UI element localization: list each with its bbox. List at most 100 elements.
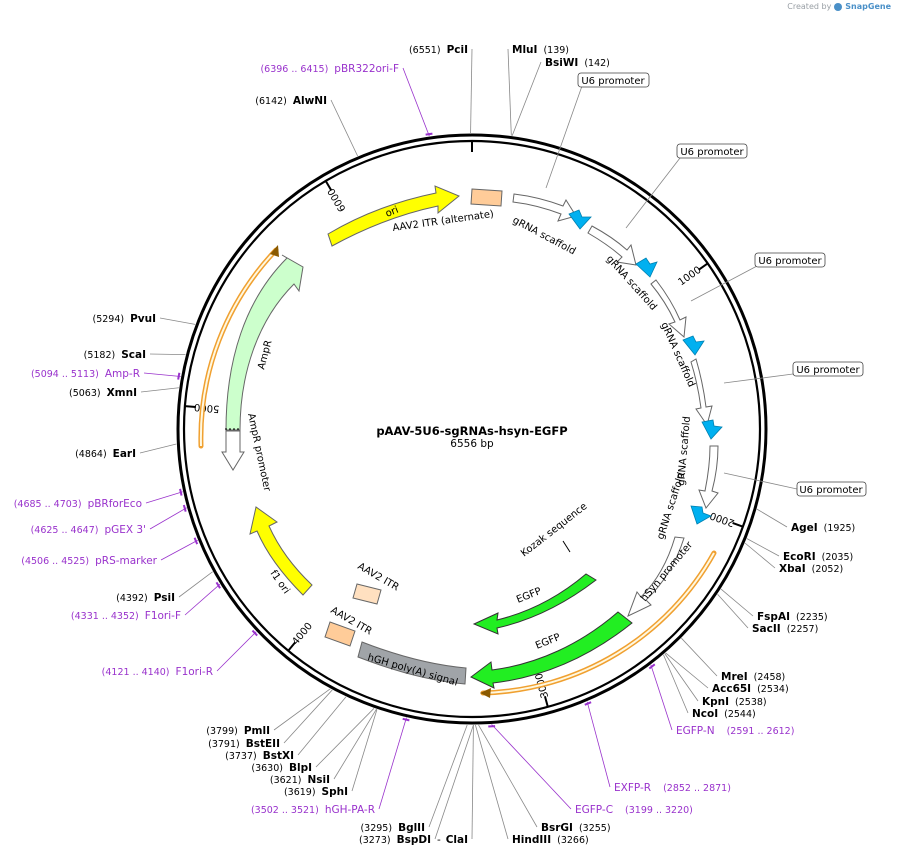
grna-scaffold-arrow-1 [568,209,592,230]
origin-region-arrowhead [270,245,279,257]
enzyme-position-bsteii: (3791) [208,739,240,750]
enzyme-name-clai[interactable]: ClaI [446,834,468,846]
enzyme-leader-bsteii [283,689,333,744]
primer-name-f1ori-f[interactable]: F1ori-F [145,610,181,622]
primer-name-exfp-r[interactable]: EXFP-R [614,782,651,794]
snapgene-brand: Created by SnapGene [787,2,891,11]
ruler-tick-label-1000: 1000 [676,265,703,289]
enzyme-name-scai[interactable]: ScaI [121,349,146,361]
enzyme-name-sphi[interactable]: SphI [322,786,348,798]
enzyme-position-pmli: (3799) [206,726,238,737]
enzyme-name-bsiwi[interactable]: BsiWI [545,57,578,69]
primer-position-pbrforeco: (4685 .. 4703) [14,499,82,510]
enzyme-name-bstxi[interactable]: BstXI [263,750,294,762]
enzyme-name-acc65i[interactable]: Acc65I [712,683,751,695]
primer-name-hgh-pa-r[interactable]: hGH-PA-R [325,804,375,816]
enzyme-name-mrei[interactable]: MreI [721,671,748,683]
ruler-tick-label-5000: 5000 [194,401,220,414]
u6-callout-box-4[interactable] [792,361,864,377]
primer-name-egfp-c[interactable]: EGFP-C [575,804,613,816]
enzyme-name-pvui[interactable]: PvuI [130,313,156,325]
u6-callout-box-3[interactable] [754,252,826,268]
u6-callout-label-1: U6 promoter [581,76,645,87]
enzyme-position-sphi: (3619) [284,787,316,798]
feature-label-grna-scaffold-1: gRNA scaffold [511,215,578,257]
aav2-itr-lower-box [324,621,356,647]
enzyme-position-bsiwi: (142) [584,58,610,69]
u6-callout-leader-5 [723,472,798,490]
enzyme-leader-sphi [351,709,378,792]
enzyme-name-xmni[interactable]: XmnI [107,387,137,399]
enzyme-name-sacii[interactable]: SacII [752,623,781,635]
u6-callout-box-2[interactable] [676,143,748,159]
enzyme-position-agei: (1925) [824,523,856,534]
primer-leader-egfp-n [650,664,673,731]
enzyme-name-ncoi[interactable]: NcoI [692,708,718,720]
ampr-arrow [225,254,304,431]
u6-callout-box-1[interactable] [577,72,650,88]
primer-name-prs-marker[interactable]: pRS-marker [95,555,158,567]
enzyme-name-bsteii[interactable]: BstEII [246,738,280,750]
primer-name-egfp-n[interactable]: EGFP-N [676,725,715,737]
primer-position-amp-r: (5094 .. 5113) [31,369,99,380]
enzyme-name-ecori[interactable]: EcoRI [783,551,816,563]
primer-leader-f1ori-r [216,631,257,672]
enzyme-name-xbai[interactable]: XbaI [779,563,806,575]
kozak-sequence-mark [562,540,571,553]
enzyme-leader-agei [756,508,788,528]
primer-leader-pgex-3- [149,507,187,530]
primer-binding-mark-pbr322ori-f [425,132,433,136]
enzyme-leader-pcii [470,48,473,134]
u6-callout-box-5[interactable] [796,481,867,497]
primer-name-pbr322ori-f[interactable]: pBR322ori-F [334,63,399,75]
egfp-arrow-outer [470,611,633,689]
enzyme-name-bsrgi[interactable]: BsrGI [541,822,573,834]
u6-promoter-arc-1 [512,193,577,222]
enzyme-name-nsii[interactable]: NsiI [307,774,330,786]
enzyme-position-mrei: (2458) [754,672,786,683]
enzyme-leader-psii [178,571,213,598]
enzyme-name-eari[interactable]: EarI [113,448,136,460]
hsyn-promoter-arrow [627,536,685,617]
primer-binding-mark-pbrforeco [179,488,183,496]
grna-scaffold-arrow-3 [682,335,705,356]
enzyme-name-bglii[interactable]: BglII [398,822,425,834]
enzyme-name-fspai[interactable]: FspAI [757,611,790,623]
primer-binding-mark-exfp-r [584,701,592,706]
enzyme-position-alwni: (6142) [255,96,287,107]
primer-binding-mark-egfp-n [648,663,656,670]
primer-position-egfp-n: (2591 .. 2612) [727,726,795,737]
enzyme-leader-bspdi [434,724,474,840]
enzyme-name-bspdi[interactable]: BspDI [397,834,431,846]
enzyme-position-bspdi: (3273) [359,835,391,846]
enzyme-name-blpi[interactable]: BlpI [289,762,312,774]
primer-leader-egfp-c [491,724,572,810]
primer-name-f1ori-r[interactable]: F1ori-R [176,666,213,678]
feature-label-grna-scaffold-5: gRNA scaffold [655,471,687,541]
enzyme-name-kpni[interactable]: KpnI [702,696,729,708]
ruler-tick-1000 [698,262,709,271]
enzyme-leader-xmni [140,387,179,393]
aav2-itr-upper-box [352,583,382,605]
primer-name-amp-r[interactable]: Amp-R [105,368,140,380]
primer-leader-prs-marker [160,539,198,561]
primer-name-pbrforeco[interactable]: pBRforEco [88,498,142,510]
primer-binding-mark-f1ori-r [251,629,258,637]
enzyme-name-mlui[interactable]: MluI [512,44,537,56]
enzyme-position-acc65i: (2534) [757,684,789,695]
enzyme-name-pcii[interactable]: PciI [447,44,468,56]
enzyme-position-xbai: (2052) [812,564,844,575]
enzyme-name-pmli[interactable]: PmlI [244,725,270,737]
enzyme-position-pcii: (6551) [409,45,441,56]
primer-position-pgex-3-: (4625 .. 4647) [31,525,99,536]
enzyme-leader-mrei [681,637,718,677]
primer-binding-mark-amp-r [177,372,181,380]
enzyme-name-psii[interactable]: PsiI [154,592,175,604]
u6-promoter-arc-5 [698,445,719,509]
enzyme-name-hindiii[interactable]: HindIII [512,834,551,846]
primer-name-pgex-3-[interactable]: pGEX 3' [104,524,146,536]
enzyme-position-blpi: (3630) [251,763,283,774]
enzyme-name-agei[interactable]: AgeI [791,522,818,534]
enzyme-name-alwni[interactable]: AlwNI [293,95,327,107]
enzyme-position-ecori: (2035) [822,552,854,563]
